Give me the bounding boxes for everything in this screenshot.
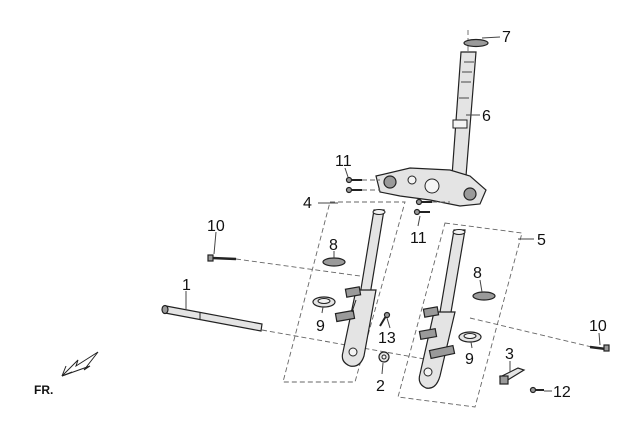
right-fork-group-outline xyxy=(397,222,523,408)
leader-7 xyxy=(481,36,501,39)
label-part-9-left: 9 xyxy=(316,318,325,335)
label-part-8-left: 8 xyxy=(329,237,338,254)
label-part-13: 13 xyxy=(378,330,396,347)
left-fork-group-outline xyxy=(282,201,406,383)
part-8-seal-right xyxy=(472,291,496,301)
part-9-cover-left xyxy=(312,296,336,308)
leader-11a xyxy=(344,167,349,178)
part-4-left-fork-leg xyxy=(334,209,386,367)
leader-13 xyxy=(386,317,391,329)
label-part-11-top: 11 xyxy=(335,153,352,170)
label-part-6: 6 xyxy=(482,108,491,125)
bolt-right-alignment-line xyxy=(469,317,597,349)
part-10-bolt-left xyxy=(207,254,237,262)
part-8-seal-left xyxy=(322,257,346,267)
label-part-2: 2 xyxy=(376,378,385,395)
bolt-left-alignment-line xyxy=(235,258,361,277)
part-11-clamp-bolts-bottom xyxy=(413,198,450,216)
front-direction-label: FR. xyxy=(34,383,53,397)
label-part-12: 12 xyxy=(553,384,571,401)
part-3-bracket xyxy=(498,367,526,385)
part-2-nut xyxy=(378,351,390,363)
label-part-10-left: 10 xyxy=(207,218,225,235)
label-part-7: 7 xyxy=(502,29,511,46)
front-direction-arrow-icon xyxy=(61,351,99,377)
label-part-3: 3 xyxy=(505,346,514,363)
part-1-front-axle xyxy=(161,304,263,332)
label-part-1: 1 xyxy=(182,277,191,294)
part-7-top-ring xyxy=(463,38,489,48)
part-12-bolt xyxy=(529,386,544,394)
leader-11b xyxy=(417,215,421,227)
label-part-9-right: 9 xyxy=(465,351,474,368)
leader-9a xyxy=(321,306,324,314)
part-5-right-fork-leg xyxy=(418,229,466,389)
label-part-5: 5 xyxy=(537,232,546,249)
part-10-bolt-right xyxy=(589,344,610,352)
leader-2 xyxy=(381,362,384,375)
part-11-clamp-bolts-top xyxy=(345,176,380,194)
label-part-8-right: 8 xyxy=(473,265,482,282)
part-6-steering-stem xyxy=(375,51,487,207)
leader-10b xyxy=(598,332,601,346)
part-9-cover-right xyxy=(458,331,482,343)
part-13-screw xyxy=(379,311,391,327)
label-part-11-bottom: 11 xyxy=(410,230,427,247)
axle-alignment-line xyxy=(261,329,431,361)
leader-8b xyxy=(479,279,483,293)
label-part-10-right: 10 xyxy=(589,318,607,335)
leader-9b xyxy=(470,341,473,349)
leader-10a xyxy=(213,231,217,255)
label-part-4: 4 xyxy=(303,195,312,212)
